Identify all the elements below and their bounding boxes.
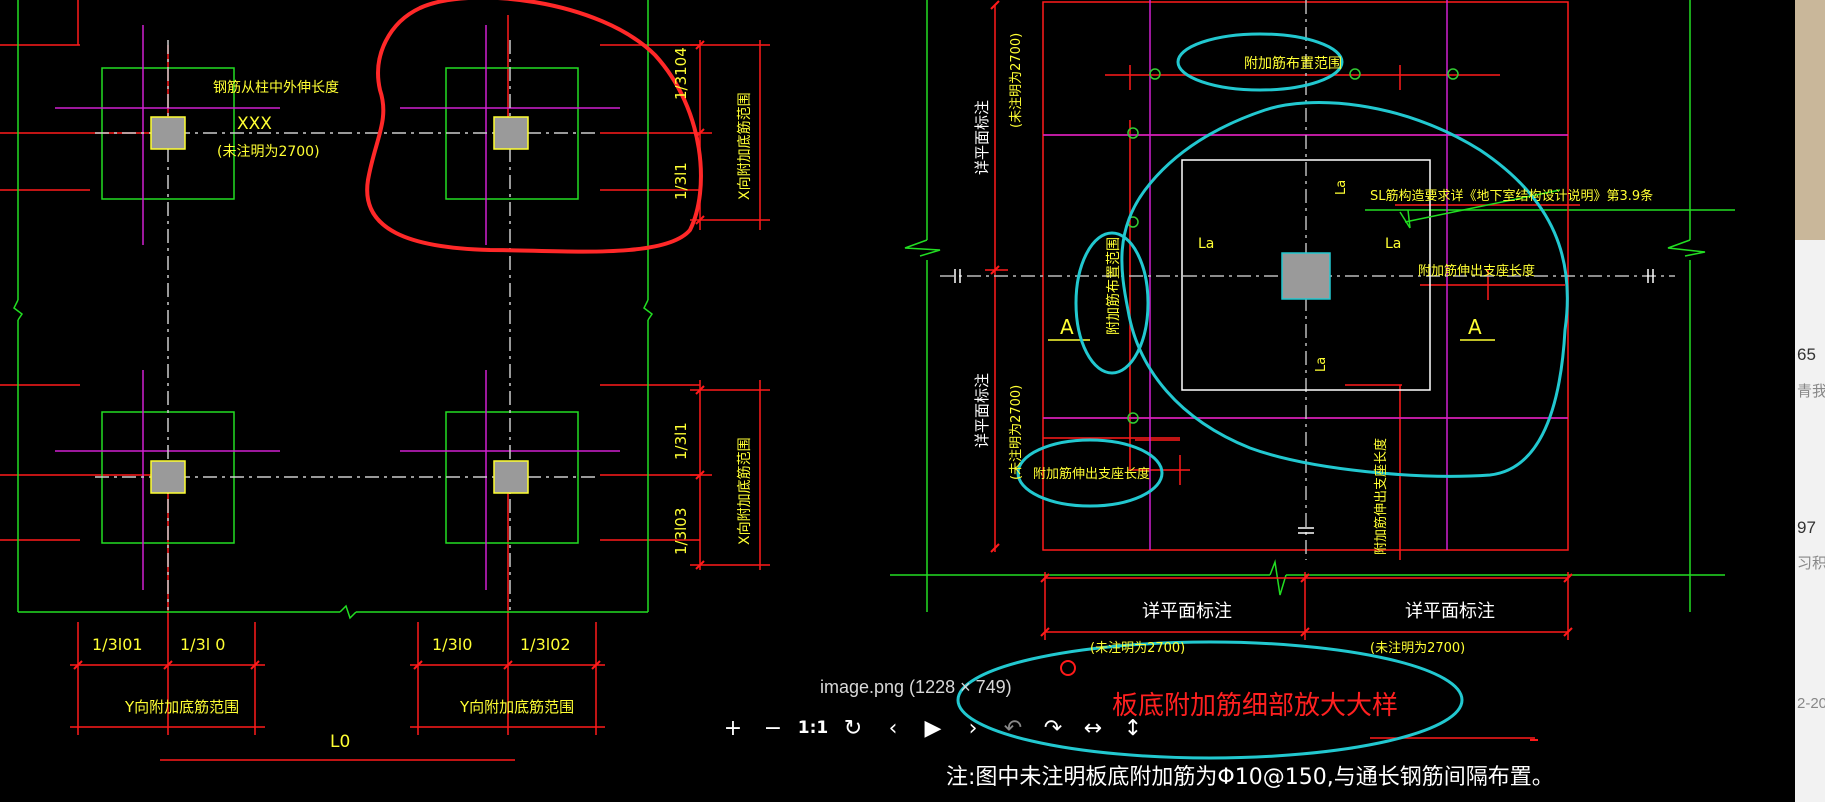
side-date: 2-20 xyxy=(1797,695,1825,712)
label-extension: 钢筋从柱中外伸长度 xyxy=(213,79,339,96)
la-label-2: La xyxy=(1385,236,1401,252)
detail-title: 板底附加筋细部放大大样 xyxy=(1112,691,1398,721)
one-to-one-icon: 1:1 xyxy=(797,718,829,738)
dim-right-x1: X向附加底筋范围 xyxy=(736,92,753,200)
slab-note: SL筋构造要求详《地下室结构设计说明》第3.9条 xyxy=(1370,188,1653,204)
column-detail xyxy=(1281,252,1331,300)
section-a-right: A xyxy=(1468,315,1482,339)
top-bubble-label: 附加筋布置范围 xyxy=(1244,55,1342,72)
background-banner xyxy=(1795,0,1825,240)
la-label-1: La xyxy=(1198,236,1214,252)
chevron-right-icon: › xyxy=(968,715,978,741)
la-label-4: La xyxy=(1314,357,1329,372)
background-page-panel: 65 青我 97 习积 2-20 xyxy=(1795,0,1825,802)
cyan-markup-title xyxy=(956,640,1464,760)
drawing-note: 注:图中未注明板底附加筋为Φ10@150,与通长钢筋间隔布置。 xyxy=(946,765,1554,790)
vert-label-lower: 详平面标注 xyxy=(973,373,991,448)
play-button[interactable]: ▶ xyxy=(918,710,948,746)
cyan-markup-left xyxy=(1074,231,1150,375)
flip-horizontal-button[interactable]: ↔ xyxy=(1078,710,1108,746)
bottom-label-1: 详平面标注 xyxy=(1142,601,1232,622)
reset-button[interactable]: ↻ xyxy=(838,710,868,746)
dim-right-x2: X向附加底筋范围 xyxy=(736,437,753,545)
viewer-toolbar: + − 1:1 ↻ ‹ ▶ › ↶ ↷ ↔ ↕ xyxy=(718,710,1148,746)
bubble-left-label: 附加筋布置范围 xyxy=(1105,237,1122,335)
chevron-left-icon: ‹ xyxy=(888,715,898,741)
actual-size-button[interactable]: 1:1 xyxy=(798,710,828,746)
next-button[interactable]: › xyxy=(958,710,988,746)
rotate-left-button[interactable]: ↶ xyxy=(998,710,1028,746)
rotate-left-icon: ↶ xyxy=(1003,715,1023,741)
vert-extend-label: 附加筋伸出支座长度 xyxy=(1373,438,1389,555)
flip-horizontal-icon: ↔ xyxy=(1083,715,1103,741)
left-plan: 钢筋从柱中外伸长度 XXX (未注明为2700) 1/3104 1/3l1 X向… xyxy=(0,0,770,761)
play-icon: ▶ xyxy=(924,715,942,741)
zoom-out-button[interactable]: − xyxy=(758,710,788,746)
dim-bot-a: 1/3l01 xyxy=(92,635,143,654)
dim-right-mid: 1/3l1 xyxy=(672,162,690,200)
cyan-markup-lower-left xyxy=(1016,438,1164,508)
bottom-note-2: (未注明为2700) xyxy=(1370,641,1465,656)
dim-l0: L0 xyxy=(330,732,350,752)
label-xxx: XXX xyxy=(237,114,272,134)
flip-vertical-icon: ↕ xyxy=(1123,715,1143,741)
vert-note-lower: (未注明为2700) xyxy=(1009,385,1024,480)
side-count-1: 65 xyxy=(1797,345,1816,364)
plus-icon: + xyxy=(723,715,743,741)
side-count-2: 97 xyxy=(1797,518,1816,537)
rotate-right-button[interactable]: ↷ xyxy=(1038,710,1068,746)
column xyxy=(493,460,529,494)
image-caption: image.png (1228 × 749) xyxy=(820,677,1012,697)
vert-label-upper: 详平面标注 xyxy=(973,100,991,175)
bottom-note-1: (未注明为2700) xyxy=(1090,641,1185,656)
right-detail: 附加筋布置范围 附加筋布置范围 附加筋伸出支座长度 SL筋构造要求详《地下室结构… xyxy=(890,0,1735,790)
dim-right-top: 1/3104 xyxy=(672,47,690,100)
cyan-markup-large xyxy=(1120,101,1569,478)
minus-icon: − xyxy=(763,715,783,741)
y-range-right: Y向附加底筋范围 xyxy=(459,698,574,716)
dim-right-low2: 1/3l03 xyxy=(672,508,690,555)
column xyxy=(150,116,186,150)
vert-note-upper: (未注明为2700) xyxy=(1009,33,1024,128)
column xyxy=(493,116,529,150)
label-note: (未注明为2700) xyxy=(217,144,320,160)
refresh-icon: ↻ xyxy=(843,715,863,741)
dim-bot-c: 1/3l0 xyxy=(432,635,472,654)
rotate-right-icon: ↷ xyxy=(1043,715,1063,741)
la-label-3: La xyxy=(1334,180,1349,195)
flip-vertical-button[interactable]: ↕ xyxy=(1118,710,1148,746)
cyan-markup-top xyxy=(1176,32,1344,92)
side-text-1: 青我 xyxy=(1797,383,1825,400)
column xyxy=(150,460,186,494)
red-markup-circle xyxy=(365,0,703,254)
dim-bot-d: 1/3l02 xyxy=(520,635,571,654)
dim-bot-b: 1/3l 0 xyxy=(180,635,225,654)
extend-label: 附加筋伸出支座长度 xyxy=(1418,263,1535,279)
side-text-2: 习积 xyxy=(1797,555,1825,572)
section-a-left: A xyxy=(1060,315,1074,339)
bubble-lower-left-label: 附加筋伸出支座长度 xyxy=(1033,466,1150,482)
zoom-in-button[interactable]: + xyxy=(718,710,748,746)
bottom-label-2: 详平面标注 xyxy=(1405,601,1495,622)
y-range-left: Y向附加底筋范围 xyxy=(124,698,239,716)
previous-button[interactable]: ‹ xyxy=(878,710,908,746)
dim-right-low1: 1/3l1 xyxy=(672,422,690,460)
